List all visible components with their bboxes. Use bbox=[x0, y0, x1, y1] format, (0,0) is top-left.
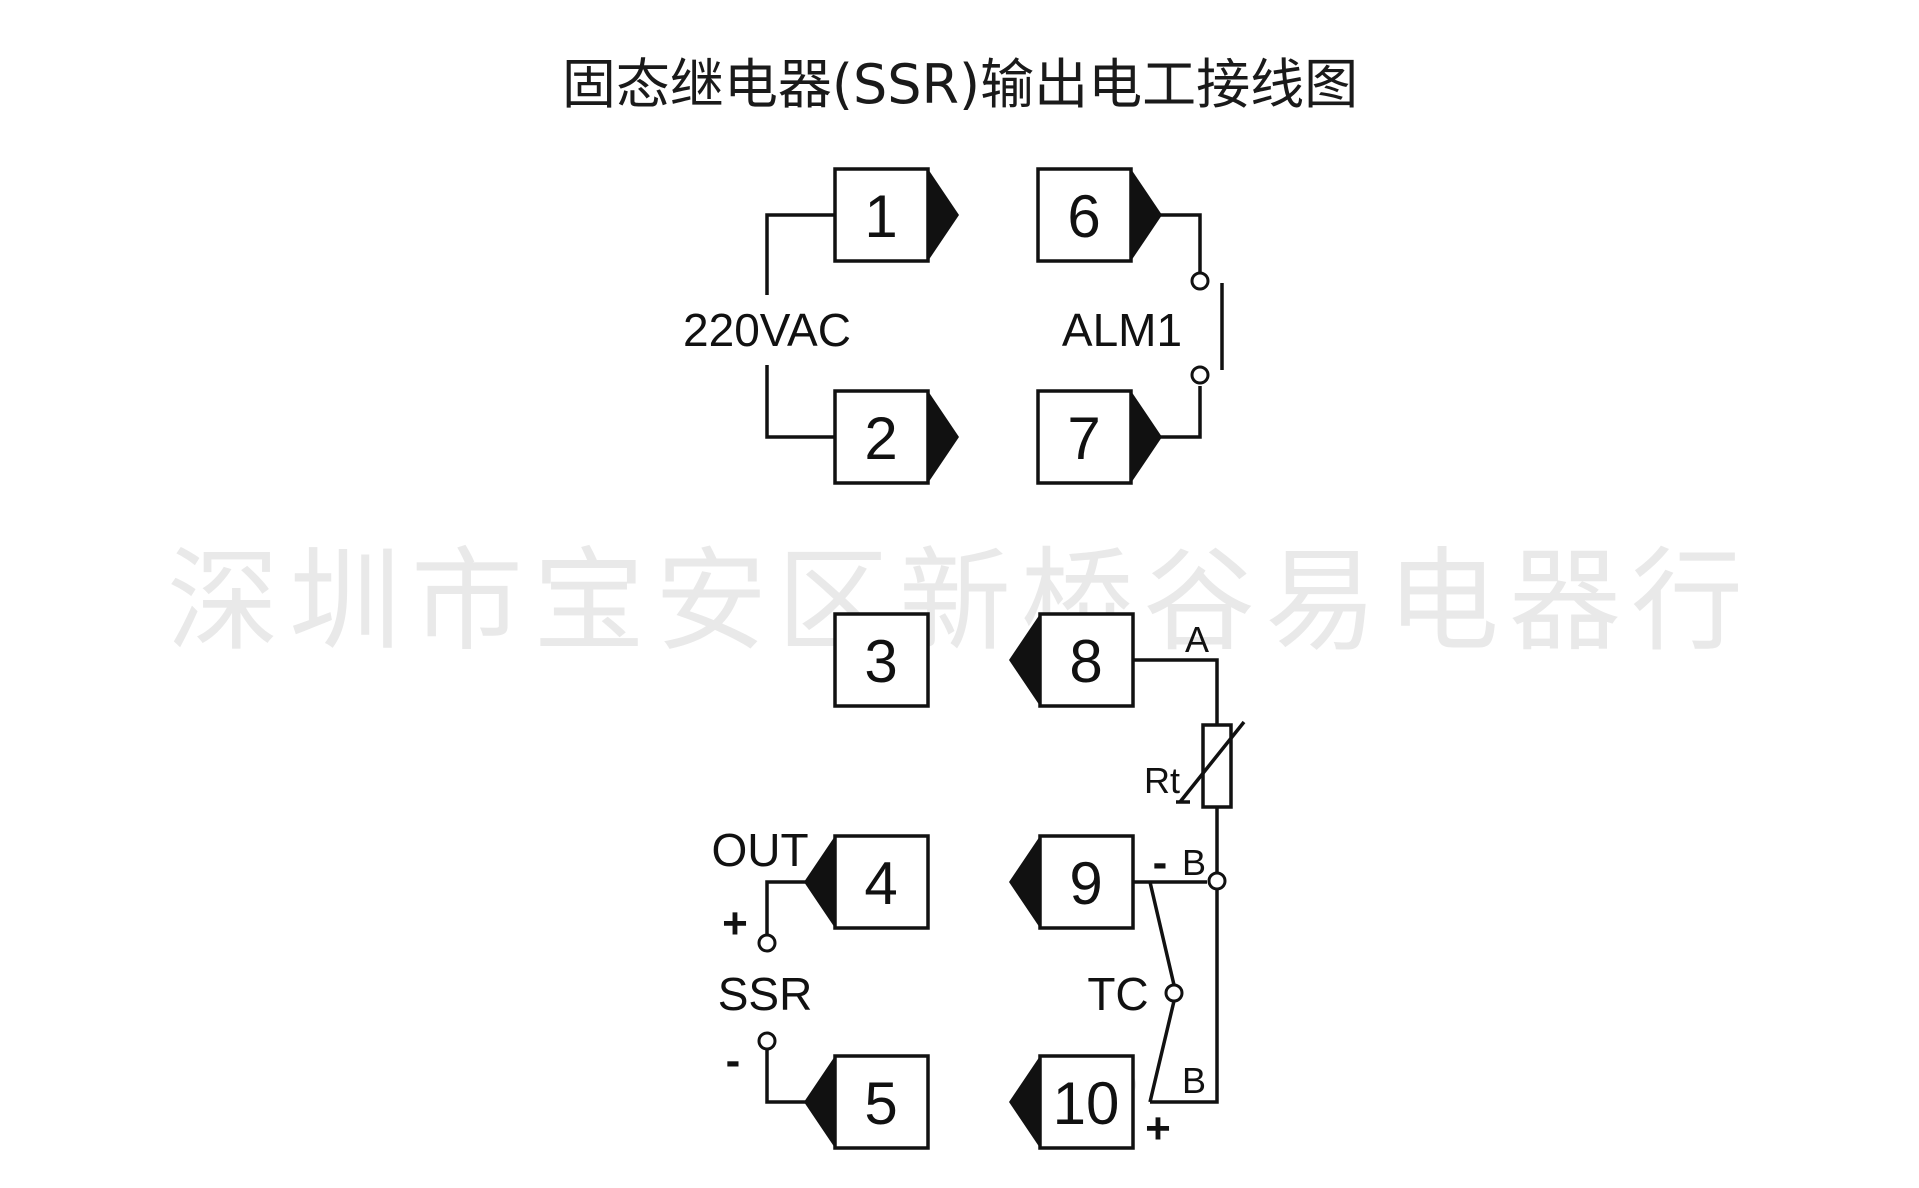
terminal-5-arrow bbox=[804, 1056, 835, 1148]
label-220vac: 220VAC bbox=[683, 304, 851, 356]
terminal-2-box bbox=[833, 389, 930, 485]
alarm-wire-top bbox=[1160, 213, 1202, 272]
rtd-wire-b-lower bbox=[1150, 890, 1219, 1104]
terminal-4-arrow bbox=[804, 836, 835, 928]
page-title: 固态继电器(SSR)输出电工接线图 bbox=[562, 53, 1358, 116]
terminal-10-number: 10 bbox=[1053, 1070, 1120, 1137]
tc-junction bbox=[1164, 983, 1184, 1003]
label-ssr-plus: + bbox=[722, 899, 748, 948]
label-alm1: ALM1 bbox=[1062, 304, 1182, 356]
label-rt: Rt bbox=[1144, 760, 1180, 801]
terminal-8-number: 8 bbox=[1069, 628, 1102, 695]
rtd-resistor-arrow bbox=[1178, 720, 1246, 804]
terminal-7-arrow bbox=[1131, 391, 1162, 483]
terminal-1-arrow bbox=[928, 169, 959, 261]
alarm-contact-node-top bbox=[1190, 271, 1210, 291]
power-wire-bottom bbox=[765, 365, 835, 439]
terminal-9: 9 bbox=[1009, 834, 1135, 930]
terminal-5-box bbox=[833, 1054, 930, 1150]
terminal-4-box bbox=[833, 834, 930, 930]
terminal-9-number: 9 bbox=[1069, 850, 1102, 917]
terminal-1-number: 1 bbox=[864, 183, 897, 250]
terminal-6: 6 bbox=[1036, 167, 1162, 263]
tc-wire-upper bbox=[1148, 881, 1176, 986]
rtd-node-b bbox=[1207, 871, 1227, 891]
label-b-upper: B bbox=[1182, 842, 1206, 883]
watermark-text: 深圳市宝安区新桥谷易电器行 bbox=[167, 537, 1753, 667]
label-tc-minus: - bbox=[1153, 838, 1168, 887]
terminal-8-arrow bbox=[1009, 614, 1040, 706]
terminal-3-box bbox=[833, 612, 930, 708]
label-tc-plus: + bbox=[1145, 1104, 1171, 1153]
ssr-node-plus bbox=[757, 933, 777, 953]
terminal-4: 4 bbox=[804, 834, 930, 930]
alarm-wire-bottom bbox=[1160, 386, 1202, 439]
terminal-5: 5 bbox=[804, 1054, 930, 1150]
terminal-7-number: 7 bbox=[1067, 405, 1100, 472]
terminal-10: 10 bbox=[1009, 1054, 1135, 1150]
terminal-1-box bbox=[833, 167, 930, 263]
terminal-2-arrow bbox=[928, 391, 959, 483]
label-a: A bbox=[1185, 619, 1209, 660]
label-out: OUT bbox=[711, 824, 808, 876]
terminal-6-box bbox=[1036, 167, 1133, 263]
terminal-9-box bbox=[1038, 834, 1135, 930]
terminal-5-number: 5 bbox=[864, 1070, 897, 1137]
label-b-lower: B bbox=[1182, 1060, 1206, 1101]
terminal-10-arrow bbox=[1009, 1056, 1040, 1148]
label-tc: TC bbox=[1087, 968, 1148, 1020]
terminal-1: 1 bbox=[833, 167, 959, 263]
ssr-node-minus bbox=[757, 1031, 777, 1051]
terminal-7: 7 bbox=[1036, 389, 1162, 485]
terminal-2-number: 2 bbox=[864, 405, 897, 472]
terminal-2: 2 bbox=[833, 389, 959, 485]
ssr-wire-plus bbox=[765, 880, 812, 934]
terminal-6-number: 6 bbox=[1067, 183, 1100, 250]
terminal-3-number: 3 bbox=[864, 628, 897, 695]
rtd-wire-a bbox=[1133, 658, 1219, 725]
terminal-4-number: 4 bbox=[864, 850, 897, 917]
terminal-9-arrow bbox=[1009, 836, 1040, 928]
terminal-3: 3 bbox=[833, 612, 930, 708]
terminal-8: 8 bbox=[1009, 612, 1135, 708]
power-wire-top bbox=[765, 213, 835, 295]
tc-wire-lower bbox=[1148, 1000, 1176, 1103]
alarm-contact-node-bottom bbox=[1190, 365, 1210, 385]
ssr-wire-minus bbox=[765, 1050, 812, 1104]
label-ssr: SSR bbox=[718, 968, 813, 1020]
terminal-10-box bbox=[1038, 1054, 1135, 1150]
label-ssr-minus: - bbox=[726, 1036, 741, 1085]
terminal-6-arrow bbox=[1131, 169, 1162, 261]
